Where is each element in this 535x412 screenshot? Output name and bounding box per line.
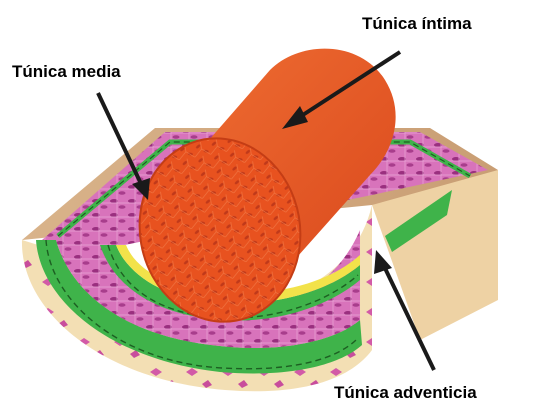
label-tunica-adventicia: Túnica adventicia	[334, 383, 477, 403]
label-tunica-media: Túnica media	[12, 62, 121, 82]
label-tunica-intima: Túnica íntima	[362, 14, 472, 34]
